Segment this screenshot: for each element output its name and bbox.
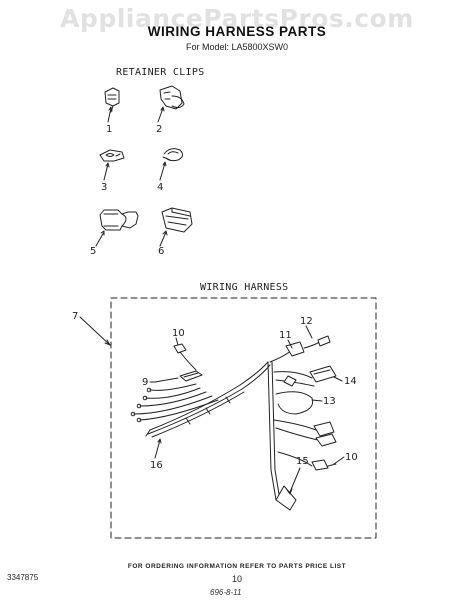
- leader-13: [311, 399, 323, 402]
- leader-10-top: [175, 337, 179, 346]
- leader-7: [79, 316, 111, 346]
- wiring-harness-label: WIRING HARNESS: [200, 282, 289, 293]
- model-number: For Model: LA5800XSW0: [185, 42, 289, 52]
- callout-13: 13: [323, 396, 336, 407]
- leader-14: [333, 376, 343, 382]
- callout-16: 16: [150, 460, 163, 471]
- callout-12: 12: [300, 316, 313, 327]
- handwritten-note: 696-8-11: [210, 588, 242, 597]
- retainer-clip-3-drawing: [99, 149, 125, 181]
- callout-5: 5: [90, 246, 97, 257]
- wiring-harness-border: [110, 297, 377, 539]
- retainer-clip-5-drawing: [95, 209, 139, 247]
- callout-9: 9: [142, 377, 149, 388]
- retainer-clip-2-drawing: [157, 85, 185, 123]
- leader-10-bottom: [333, 456, 345, 465]
- leader-12: [305, 325, 313, 339]
- retainer-clip-4-drawing: [159, 148, 184, 181]
- page-number: 10: [231, 574, 242, 584]
- ordering-info-footer: FOR ORDERING INFORMATION REFER TO PARTS …: [127, 563, 347, 570]
- callout-11: 11: [279, 330, 292, 341]
- document-number: 3347875: [7, 573, 39, 582]
- callout-1: 1: [106, 124, 113, 135]
- retainer-clips-label: RETAINER CLIPS: [116, 67, 205, 78]
- callout-3: 3: [101, 182, 108, 193]
- callout-4: 4: [157, 182, 164, 193]
- retainer-clip-1-drawing: [104, 87, 120, 123]
- callout-15: 15: [296, 456, 309, 467]
- retainer-clip-6-drawing: [159, 207, 193, 247]
- callout-10-top: 10: [172, 328, 185, 339]
- watermark: AppliancePartsPros.com: [60, 4, 414, 33]
- callout-14: 14: [344, 376, 357, 387]
- callout-6: 6: [158, 246, 165, 257]
- callout-2: 2: [156, 124, 163, 135]
- page-title: WIRING HARNESS PARTS: [147, 24, 327, 39]
- leader-15: [289, 467, 301, 493]
- callout-7: 7: [72, 311, 79, 322]
- callout-10-bottom: 10: [345, 452, 358, 463]
- leader-11: [287, 339, 293, 349]
- wiring-harness-drawing: [130, 325, 345, 511]
